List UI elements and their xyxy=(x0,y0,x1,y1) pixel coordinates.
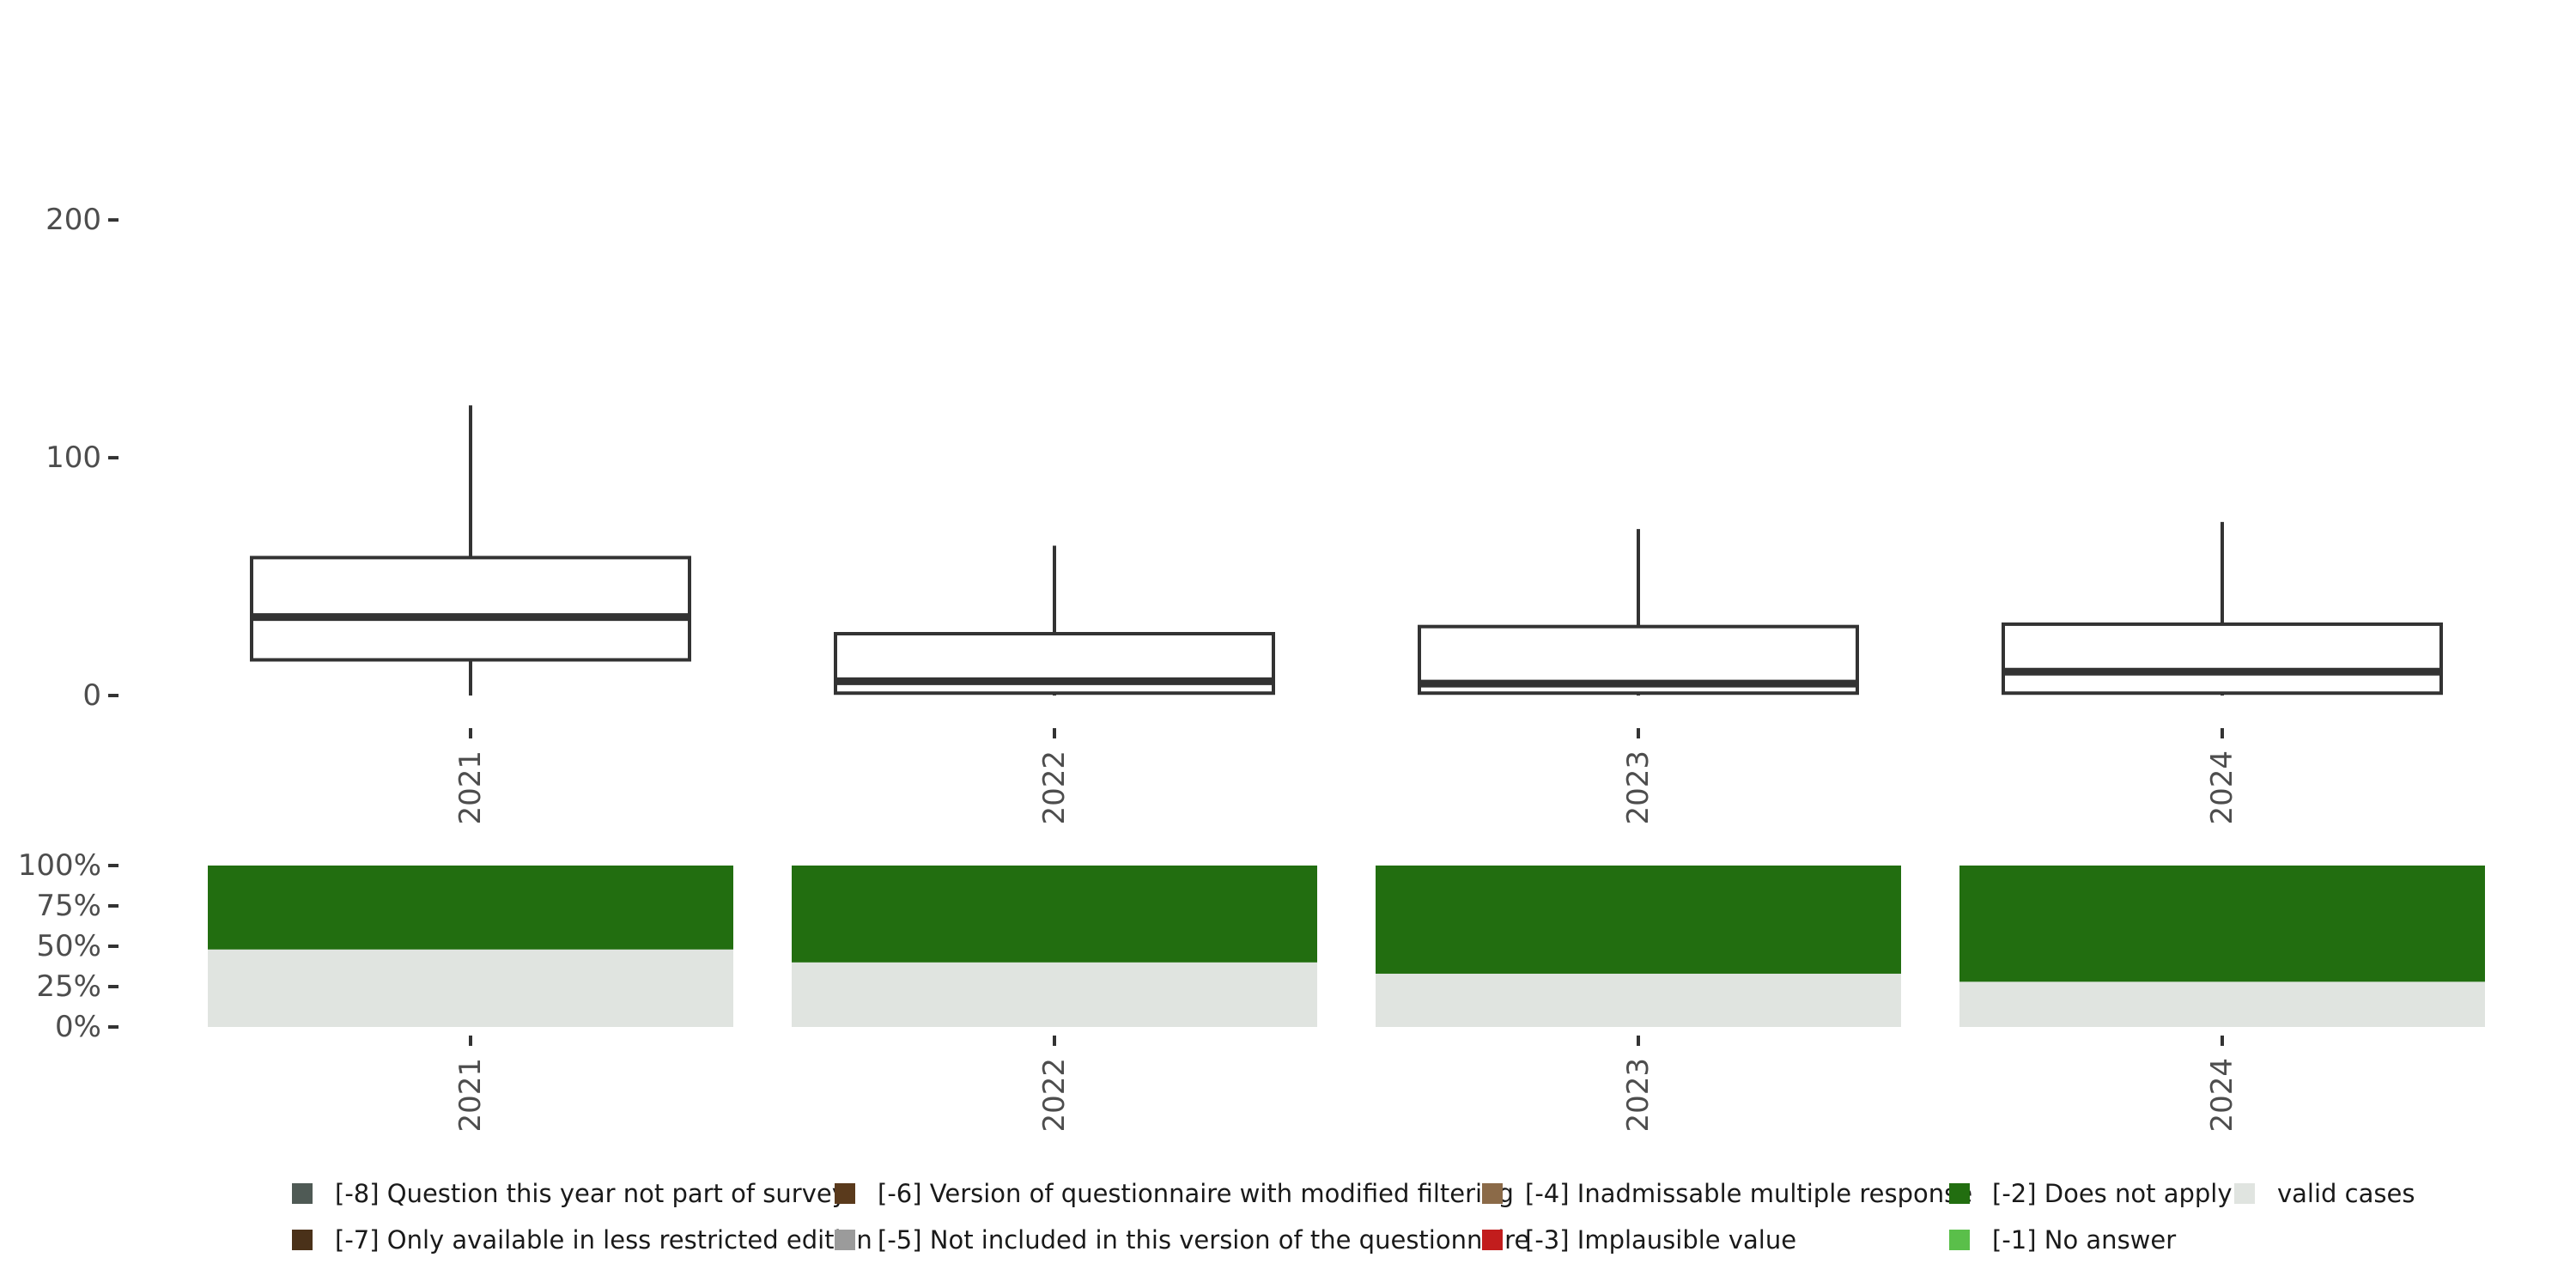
legend-item-minus5: [-5] Not included in this version of the… xyxy=(835,1223,1529,1257)
legend-label: [-5] Not included in this version of the… xyxy=(878,1225,1530,1255)
legend-swatch xyxy=(2234,1183,2255,1204)
x-tick-label: 2024 xyxy=(2205,1058,2239,1133)
legend-item-minus8: [-8] Question this year not part of surv… xyxy=(292,1176,847,1211)
legend-label: [-4] Inadmissable multiple response xyxy=(1525,1179,1973,1208)
legend-swatch xyxy=(835,1230,855,1250)
legend-swatch xyxy=(835,1183,855,1204)
legend-item-minus1: [-1] No answer xyxy=(1949,1223,2176,1257)
legend-item-minus2: [-2] Does not apply xyxy=(1949,1176,2233,1211)
legend-swatch xyxy=(1482,1183,1503,1204)
legend-label: [-6] Version of questionnaire with modif… xyxy=(878,1179,1514,1208)
legend-swatch xyxy=(292,1230,313,1250)
missing-share-panel: 0% 25% 50% 75% 100% 2021 2022 2023 2024 xyxy=(18,848,2485,1133)
legend-item-minus3: [-3] Implausible value xyxy=(1482,1223,1796,1257)
legend-swatch xyxy=(1482,1230,1503,1250)
box-iqr xyxy=(250,556,691,662)
legend-swatch xyxy=(1949,1183,1970,1204)
x-tick-label: 2021 xyxy=(453,1058,488,1133)
legend-item-valid: valid cases xyxy=(2234,1176,2415,1211)
bar-segment xyxy=(208,949,733,1027)
bar-segment xyxy=(208,866,733,950)
box-iqr xyxy=(2002,622,2443,696)
x-tick-label: 2021 xyxy=(453,750,488,825)
legend-swatch xyxy=(292,1183,313,1204)
legend-label: [-7] Only available in less restricted e… xyxy=(335,1225,872,1255)
legend-label: [-3] Implausible value xyxy=(1525,1225,1797,1255)
y-tick-label: 25% xyxy=(36,969,101,1004)
y-tick-label: 100% xyxy=(18,848,101,883)
x-tick-label: 2023 xyxy=(1621,750,1656,825)
legend-label: valid cases xyxy=(2277,1179,2415,1208)
bar-segment xyxy=(1959,866,2485,982)
x-tick-label: 2022 xyxy=(1037,750,1072,825)
legend-item-minus4: [-4] Inadmissable multiple response xyxy=(1482,1176,1972,1211)
bar-segment xyxy=(792,866,1317,963)
bar-segment xyxy=(792,962,1317,1027)
bar-segment xyxy=(1376,973,1901,1027)
boxplot-panel: 0 100 200 2021 2022 2023 2024 xyxy=(46,203,2443,825)
bar-segment xyxy=(1959,981,2485,1027)
y-tick-label: 100 xyxy=(46,440,101,475)
x-tick-label: 2024 xyxy=(2205,750,2239,825)
legend-swatch xyxy=(1949,1230,1970,1250)
y-tick-label: 50% xyxy=(36,929,101,963)
y-tick-label: 0 xyxy=(82,678,101,713)
y-tick-label: 75% xyxy=(36,889,101,923)
x-tick-label: 2022 xyxy=(1037,1058,1072,1133)
x-tick-label: 2023 xyxy=(1621,1058,1656,1133)
legend-label: [-1] No answer xyxy=(1992,1225,2177,1255)
legend-label: [-2] Does not apply xyxy=(1992,1179,2233,1208)
y-tick-label: 0% xyxy=(55,1010,101,1044)
y-tick-label: 200 xyxy=(46,203,101,237)
legend-label: [-8] Question this year not part of surv… xyxy=(335,1179,847,1208)
legend-item-minus7: [-7] Only available in less restricted e… xyxy=(292,1223,872,1257)
legend-item-minus6: [-6] Version of questionnaire with modif… xyxy=(835,1176,1514,1211)
legend: [-8] Question this year not part of surv… xyxy=(292,1176,2490,1271)
bar-segment xyxy=(1376,866,1901,974)
